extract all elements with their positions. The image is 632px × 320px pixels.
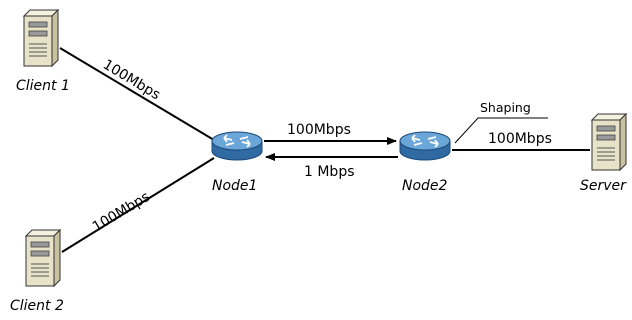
shaping-annotation: Shaping	[480, 100, 531, 115]
link-label-node2-server: 100Mbps	[488, 131, 552, 147]
link-label-client2-node1: 100Mbps	[90, 189, 153, 236]
node2-label: Node2	[402, 178, 448, 194]
link-client1-node1	[59, 47, 215, 141]
node1-router-icon	[211, 131, 263, 161]
server-icon	[591, 113, 627, 171]
client1-label: Client 1	[16, 78, 70, 94]
link-label-node2-to-node1: 1 Mbps	[304, 164, 355, 180]
client2-server-icon	[25, 229, 61, 287]
node1-label: Node1	[212, 178, 257, 194]
server-label: Server	[580, 178, 627, 194]
node2-router-icon	[399, 131, 451, 161]
shaping-callout-line	[454, 117, 548, 144]
link-label-node1-to-node2: 100Mbps	[287, 122, 351, 138]
link-label-client1-node1: 100Mbps	[100, 57, 163, 104]
client1-server-icon	[23, 9, 59, 67]
link-client2-node1	[61, 157, 215, 253]
client2-label: Client 2	[10, 298, 64, 314]
